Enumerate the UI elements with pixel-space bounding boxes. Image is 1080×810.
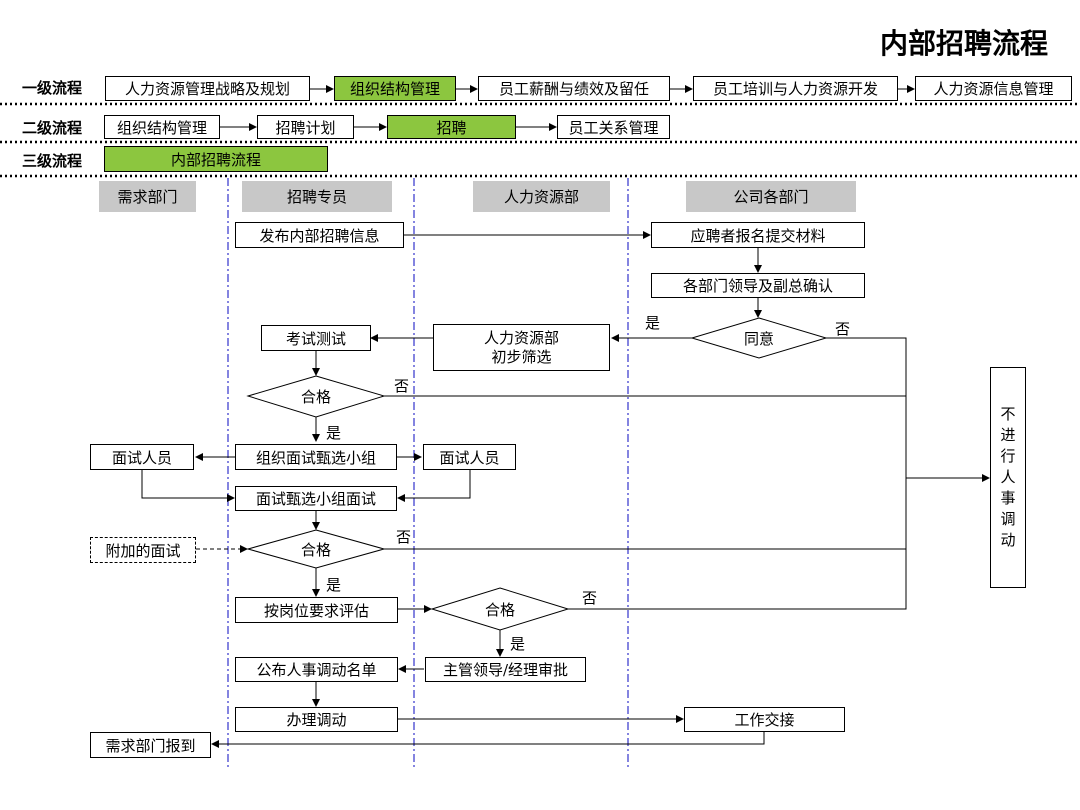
level1-item-strategy[interactable]: 人力资源管理战略及规划 [105,76,310,101]
lane-header-company-depts: 公司各部门 [686,181,856,212]
node-work-handover[interactable]: 工作交接 [684,707,845,732]
level2-item-org-structure[interactable]: 组织结构管理 [104,115,220,139]
level1-item-org-structure[interactable]: 组织结构管理 [334,76,456,101]
node-report-to-dept[interactable]: 需求部门报到 [90,732,211,758]
node-interviewer-left[interactable]: 面试人员 [90,444,194,470]
level2-item-recruit[interactable]: 招聘 [387,115,516,139]
level1-item-compensation[interactable]: 员工薪酬与绩效及留任 [478,76,670,101]
label-pass1-no: 否 [394,377,410,395]
level3-label: 三级流程 [22,152,83,170]
node-announce-list[interactable]: 公布人事调动名单 [235,657,398,682]
level1-item-training[interactable]: 员工培训与人力资源开发 [693,76,898,101]
node-hr-initial-screen-line1: 人力资源部 [483,328,559,347]
label-pass3-yes: 是 [510,635,526,653]
node-hr-initial-screen-line2: 初步筛选 [491,347,552,366]
level1-item-hr-info[interactable]: 人力资源信息管理 [915,76,1072,101]
level2-item-recruit-plan[interactable]: 招聘计划 [257,115,354,139]
node-hr-initial-screen[interactable]: 人力资源部 初步筛选 [433,324,610,371]
node-no-transfer-text: 不进行人事调动 [1000,405,1016,549]
diamond-agree-text[interactable]: 同意 [743,329,774,348]
node-panel-interview[interactable]: 面试甄选小组面试 [235,486,397,511]
node-process-transfer[interactable]: 办理调动 [235,707,398,732]
node-form-panel[interactable]: 组织面试甄选小组 [235,444,397,470]
lane-header-recruiter: 招聘专员 [242,181,392,212]
label-pass3-no: 否 [582,589,598,607]
node-leaders-confirm[interactable]: 各部门领导及副总确认 [651,273,865,298]
node-manager-approve[interactable]: 主管领导/经理审批 [425,657,586,682]
node-submit-application[interactable]: 应聘者报名提交材料 [651,222,865,248]
level1-label: 一级流程 [22,79,83,97]
level2-item-employee-relations[interactable]: 员工关系管理 [557,115,670,139]
diamond-agree-shape [690,317,828,359]
level2-label: 二级流程 [22,119,83,137]
label-pass2-no: 否 [396,528,412,546]
diamond-pass2-text[interactable]: 合格 [300,540,331,559]
lane-header-demand-dept: 需求部门 [99,181,196,212]
node-publish-info[interactable]: 发布内部招聘信息 [235,222,404,248]
lane-header-hr-dept: 人力资源部 [473,181,610,212]
page-title: 内部招聘流程 [879,27,1048,60]
label-pass1-yes: 是 [326,424,342,442]
node-exam[interactable]: 考试测试 [261,325,371,351]
node-no-transfer[interactable]: 不进行人事调动 [990,367,1026,588]
diamond-pass3-text[interactable]: 合格 [484,600,515,619]
node-evaluate[interactable]: 按岗位要求评估 [235,597,398,623]
label-agree-no: 否 [835,320,851,338]
diamond-pass1-text[interactable]: 合格 [300,388,331,406]
node-extra-interview[interactable]: 附加的面试 [90,537,196,563]
label-agree-yes: 是 [645,314,661,332]
label-pass2-yes: 是 [326,576,342,594]
node-interviewer-right[interactable]: 面试人员 [423,444,516,470]
flow-connectors [141,231,990,748]
level3-item-internal-recruit[interactable]: 内部招聘流程 [104,146,328,172]
